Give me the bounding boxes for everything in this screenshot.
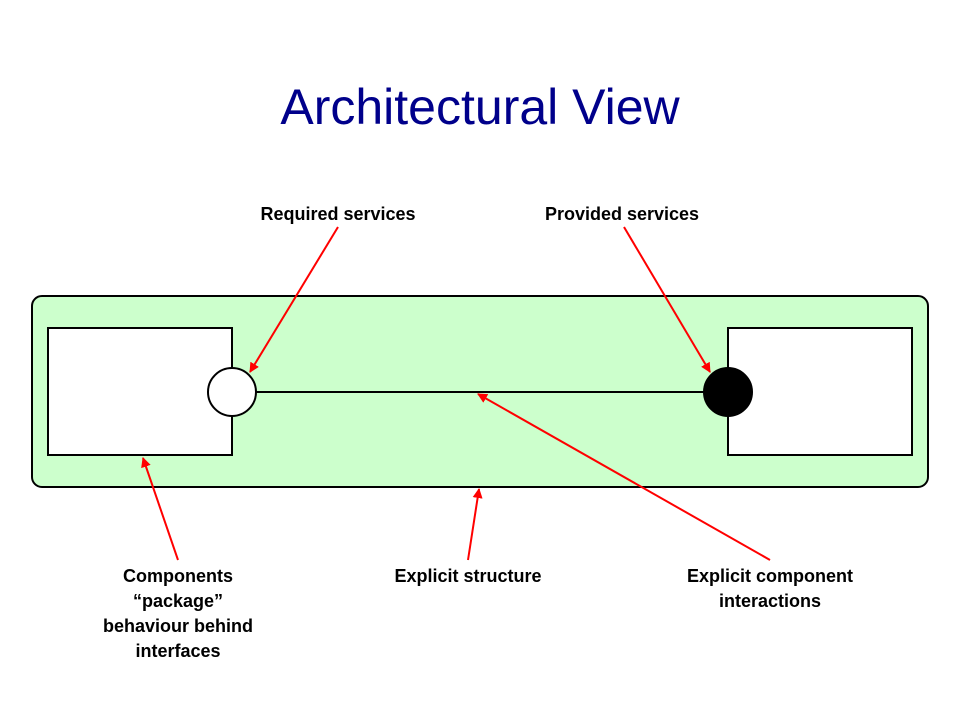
label-components-line-1: Components	[123, 566, 233, 586]
label-explicit-structure: Explicit structure	[394, 566, 542, 586]
label-components-line-2: “package”	[132, 591, 224, 611]
label-explicit-interactions-line-2: interactions	[718, 591, 822, 611]
label-components-line-3: behaviour behind	[102, 616, 253, 636]
label-required-services: Required services	[260, 204, 416, 224]
slide-title: Architectural View	[280, 79, 680, 135]
arrow-explicit-interactions	[477, 393, 771, 561]
right-component-box	[727, 327, 913, 456]
provided-interface-circle	[703, 367, 753, 417]
label-explicit-interactions-line-1: Explicit component	[686, 566, 854, 586]
left-component-box	[47, 327, 233, 456]
arrow-components	[141, 457, 179, 561]
arrow-explicit-structure	[467, 488, 483, 561]
label-components-line-4: interfaces	[135, 641, 221, 661]
arrow-required-services	[249, 226, 339, 373]
arrow-provided-services	[623, 226, 711, 373]
label-components: Components “package” behaviour behind in…	[68, 564, 288, 664]
label-explicit-interactions: Explicit component interactions	[650, 564, 890, 614]
required-interface-circle	[207, 367, 257, 417]
label-provided-services: Provided services	[544, 204, 700, 224]
